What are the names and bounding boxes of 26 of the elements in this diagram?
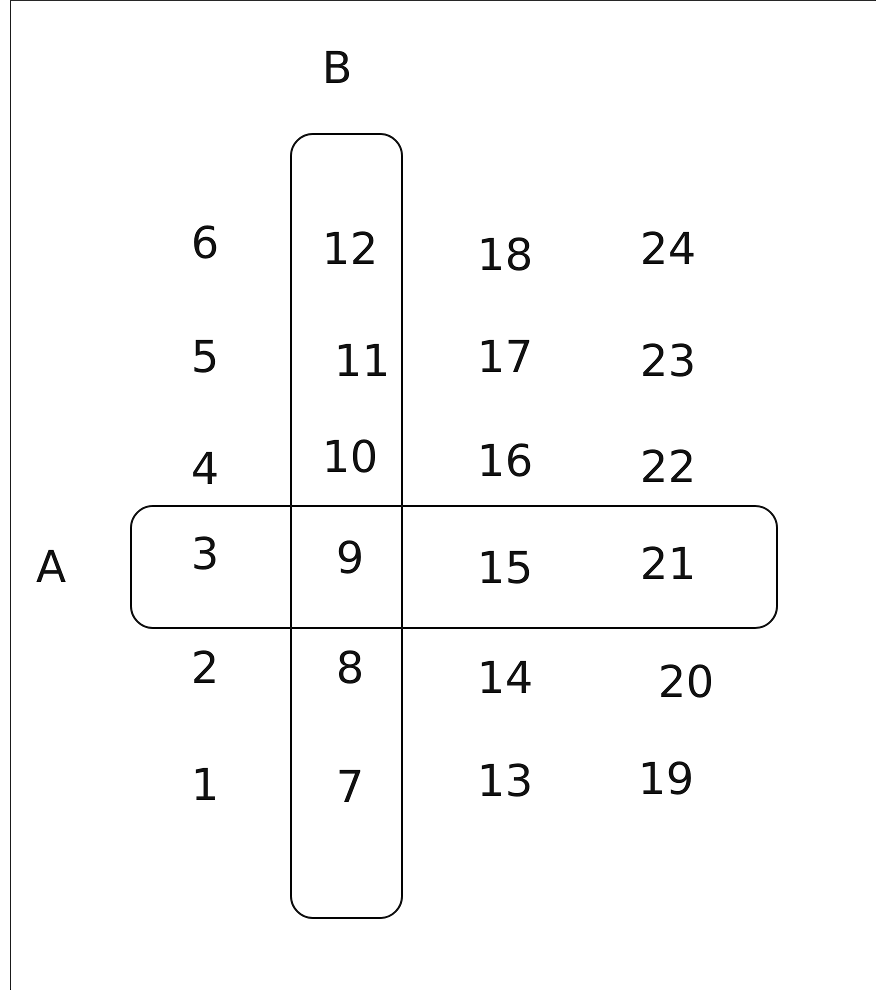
number-label: 17: [477, 333, 533, 383]
number-label: 19: [638, 755, 694, 805]
number-label: 23: [640, 337, 696, 387]
number-label: 20: [658, 658, 714, 708]
number-label: 5: [191, 333, 219, 383]
number-label: 15: [477, 544, 533, 594]
number-label: 22: [640, 443, 696, 493]
number-label: 13: [477, 757, 533, 807]
number-label: 2: [191, 644, 219, 694]
number-label: 3: [191, 530, 219, 580]
number-label: 11: [334, 337, 390, 387]
number-label: 4: [191, 445, 219, 495]
group-label: B: [322, 44, 352, 94]
group-label: A: [36, 543, 66, 593]
number-label: 6: [191, 219, 219, 269]
number-label: 21: [640, 540, 696, 590]
number-label: 7: [336, 763, 364, 813]
number-label: 10: [322, 433, 378, 483]
number-label: 14: [477, 654, 533, 704]
number-label: 1: [191, 761, 219, 811]
number-label: 8: [336, 644, 364, 694]
number-label: 16: [477, 437, 533, 487]
number-label: 12: [322, 225, 378, 275]
number-label: 9: [336, 534, 364, 584]
number-label: 18: [477, 231, 533, 281]
number-label: 24: [640, 225, 696, 275]
